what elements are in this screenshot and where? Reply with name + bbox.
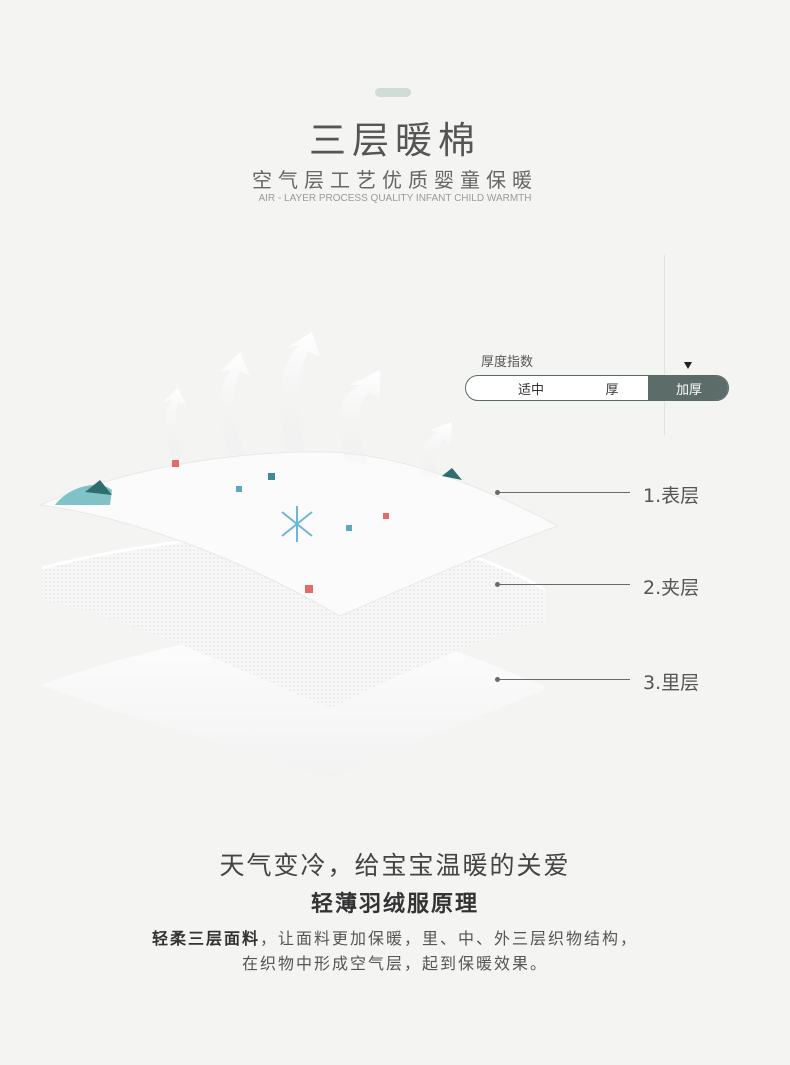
layer-3-label: 3.里层 (643, 672, 700, 694)
bottom-body: 轻柔三层面料，让面料更加保暖，里、中、外三层织物结构， 在织物中形成空气层，起到… (0, 926, 790, 976)
layer-1-dot (495, 490, 500, 495)
bottom-subheadline: 轻薄羽绒服原理 (310, 892, 479, 917)
accent-bar (375, 88, 411, 97)
arrow-up-icon (162, 332, 452, 478)
layer-2-dot (495, 582, 500, 587)
layer-1-label: 1.表层 (643, 485, 700, 507)
bottom-body-line1: 轻柔三层面料，让面料更加保暖，里、中、外三层织物结构， (0, 926, 790, 951)
tree-icon (55, 480, 112, 505)
bottom-body-line2: 在织物中形成空气层，起到保暖效果。 (241, 954, 548, 973)
snowflake-icon (281, 506, 313, 542)
layer-1-line (498, 492, 630, 493)
layer-outer (38, 451, 560, 617)
thickness-option-extra-thick: 加厚 (648, 376, 728, 400)
bottom-headline: 天气变冷，给宝宝温暖的关爱 (219, 851, 571, 880)
triangle-marker-icon (684, 362, 692, 369)
layer-3-dot (495, 677, 500, 682)
bottom-body-bold: 轻柔三层面料 (151, 929, 260, 948)
layer-2-label: 2.夹层 (643, 577, 700, 599)
thickness-option-medium: 适中 (517, 382, 544, 398)
thickness-label: 厚度指数 (481, 355, 534, 370)
thickness-option-thick: 厚 (605, 382, 619, 398)
layer-2-line (498, 584, 630, 585)
divider-line (664, 255, 665, 435)
bottom-body-line1-rest: ，让面料更加保暖，里、中、外三层织物结构， (260, 929, 639, 948)
thickness-indicator: 适中 厚 加厚 (465, 375, 729, 401)
fabric-layers-illustration (38, 332, 560, 778)
page-subtitle-en: AIR - LAYER PROCESS QUALITY INFANT CHILD… (258, 193, 532, 204)
page-title: 三层暖棉 (309, 119, 481, 162)
layer-3-line (498, 679, 630, 680)
page-subtitle: 空气层工艺优质婴童保暖 (252, 168, 538, 192)
